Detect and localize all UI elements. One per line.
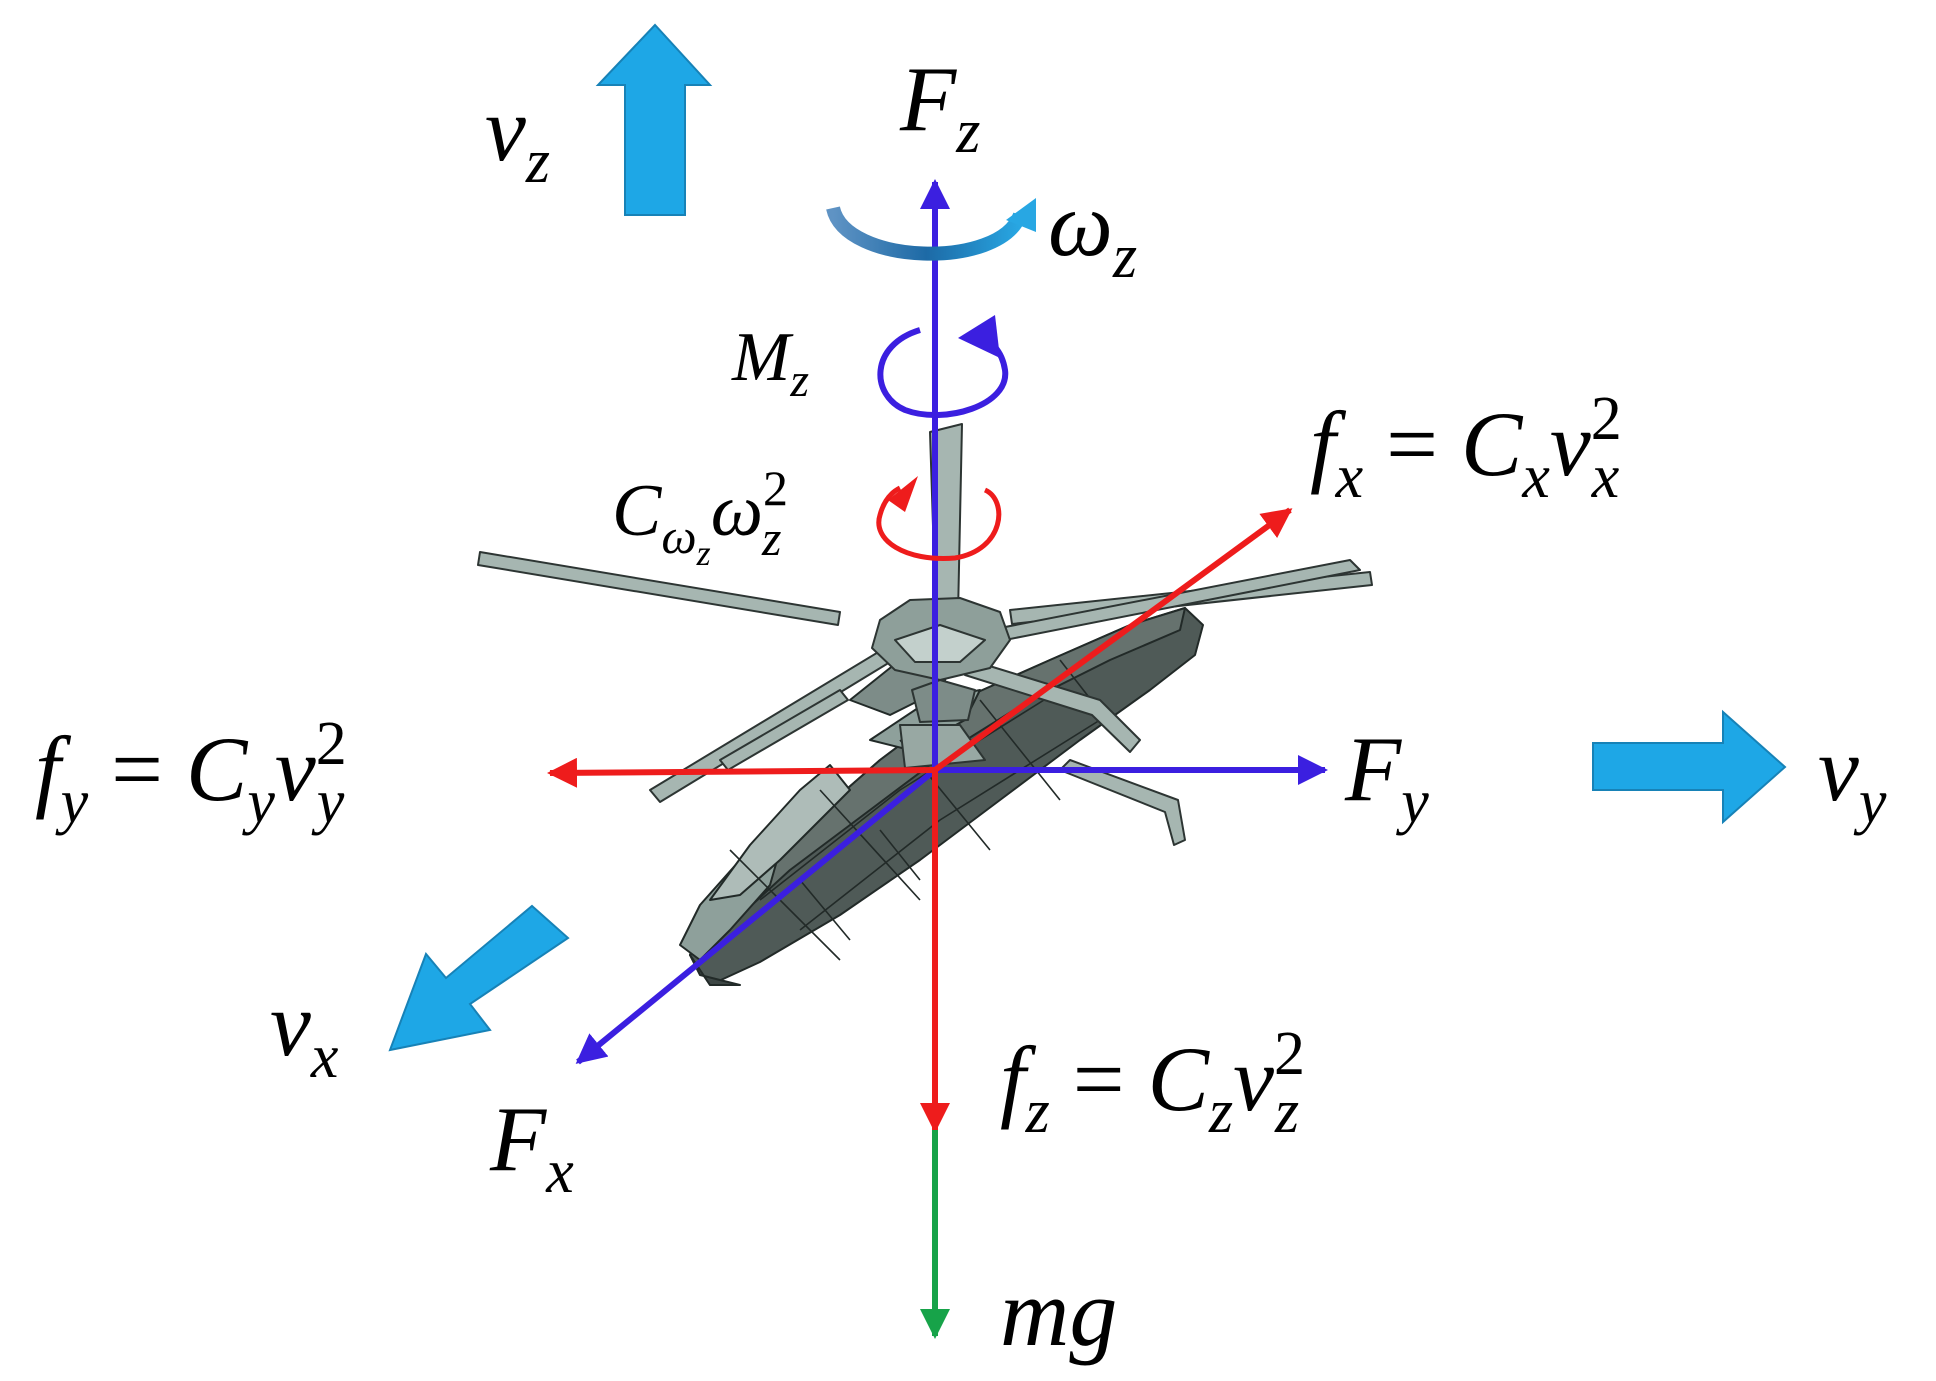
label-mg: mg [1000, 1259, 1117, 1366]
label-vy: vy [1818, 718, 1887, 836]
rotor-blade [477, 551, 841, 626]
label-vx: vx [270, 973, 339, 1091]
fy-drag-arrow [547, 757, 936, 788]
vx-velocity-arrow [388, 904, 570, 1052]
Mz-moment-arrow [877, 315, 1009, 419]
vz-velocity-arrow [595, 23, 713, 216]
fx-drag-arrow [933, 507, 1293, 773]
helicopter-illustration [477, 423, 1373, 986]
rotor-blade [719, 689, 849, 771]
omega-z-rotation-arrow [826, 198, 1036, 261]
label-omega-z: ωz [1048, 173, 1137, 291]
vy-velocity-arrow [1592, 709, 1787, 825]
Fx-arrow [575, 767, 937, 1065]
label-Fy: Fy [1344, 718, 1429, 836]
damping-moment-arrow [876, 476, 1002, 561]
helicopter-rotor-blades [477, 423, 1373, 846]
rotor-hub [871, 597, 1011, 769]
label-Mz: Mz [731, 319, 809, 407]
label-vz: vz [485, 78, 550, 196]
label-Fz: Fz [899, 48, 980, 166]
label-Fx: Fx [489, 1088, 574, 1206]
